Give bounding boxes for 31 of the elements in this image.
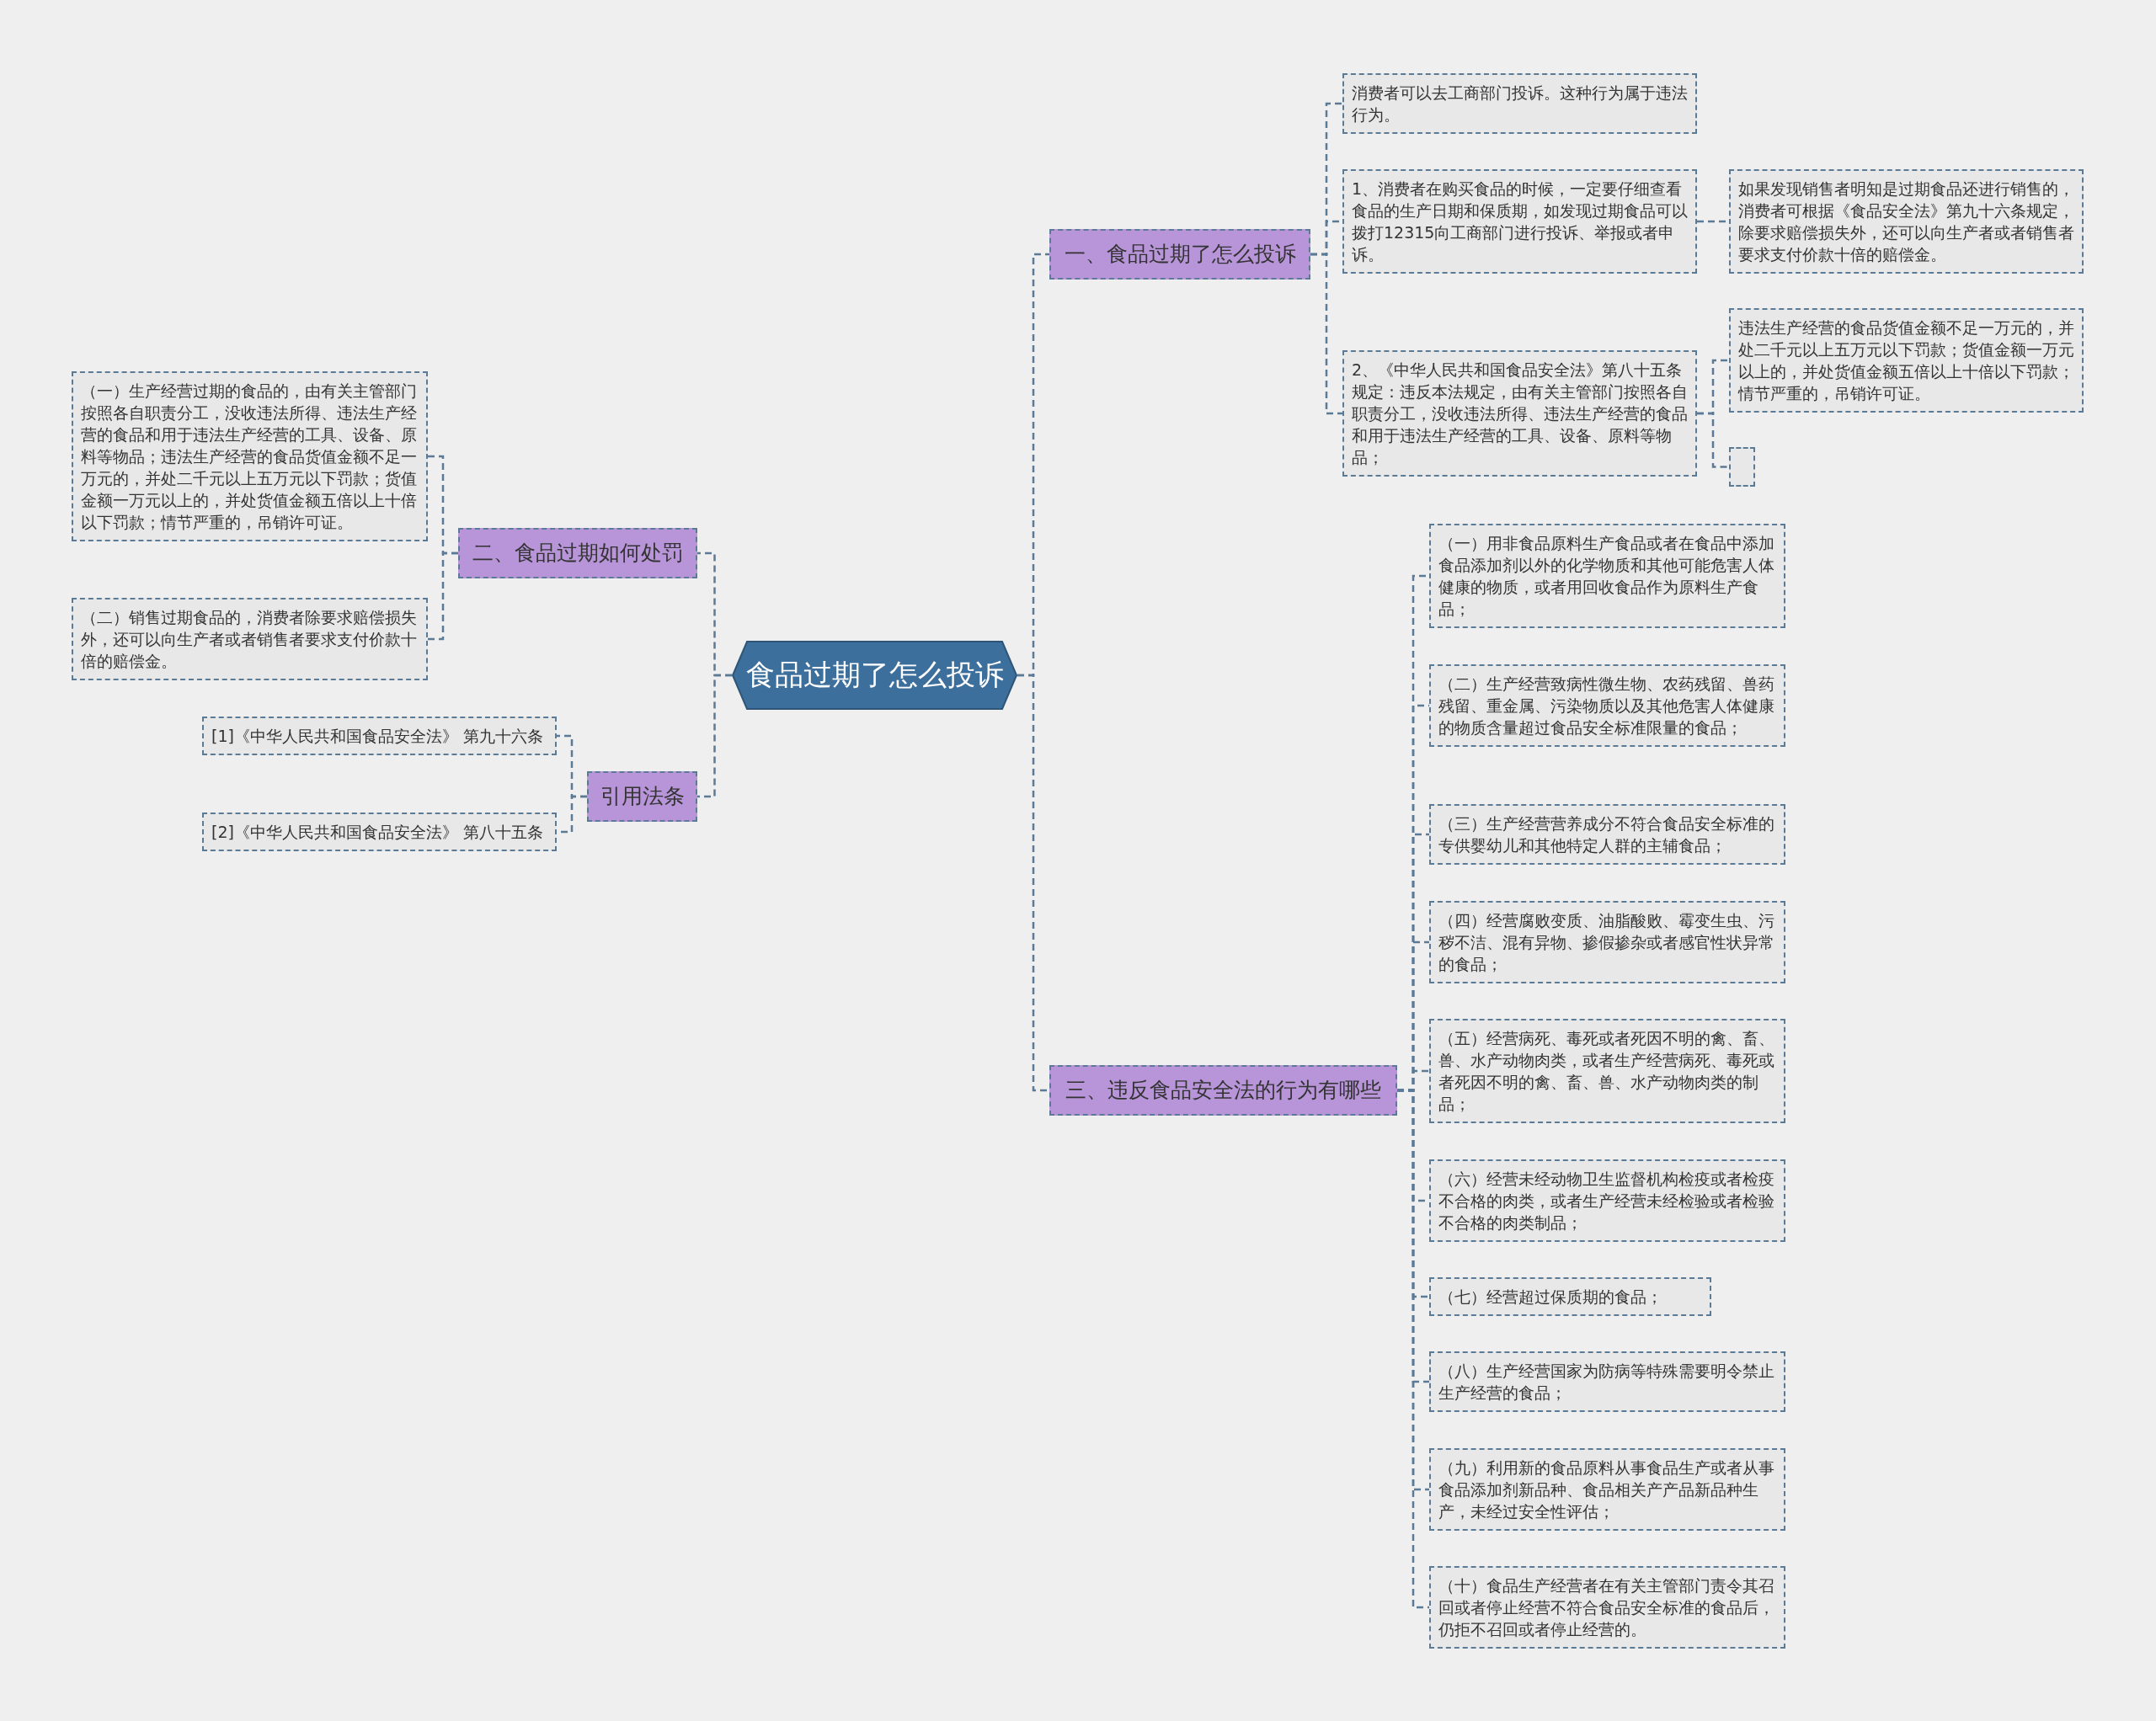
text-box: 消费者可以去工商部门投诉。这种行为属于违法行为。 (1342, 73, 1697, 134)
topic-box: 三、违反食品安全法的行为有哪些 (1049, 1065, 1397, 1116)
connector-line (697, 674, 732, 798)
text-box: （四）经营腐败变质、油脂酸败、霉变生虫、污秽不洁、混有异物、掺假掺杂或者感官性状异常的食品； (1429, 901, 1785, 983)
text-box: 违法生产经营的食品货值金额不足一万元的，并处二千元以上五万元以下罚款；货值金额一万元以上的，并处货值金额五倍以上十倍以下罚款；情节严重的，吊销许可证。 (1729, 308, 2084, 413)
topic-box: 引用法条 (587, 771, 697, 822)
text-box: （九）利用新的食品原料从事食品生产或者从事食品添加剂新品种、食品相关产产品新品种生产，未经过安全性评估； (1429, 1448, 1785, 1531)
topic-text: 食品过期了怎么投诉 (745, 657, 1004, 693)
text-box: （二）生产经营致病性微生物、农药残留、兽药残留、重金属、污染物质以及其他危害人体健康的物质含量超过食品安全标准限量的食品； (1429, 664, 1785, 747)
empty-box (1729, 447, 1755, 487)
text-box: （三）生产经营营养成分不符合食品安全标准的专供婴幼儿和其他特定人群的主辅食品； (1429, 804, 1785, 865)
central-topic-hexagon (732, 641, 1017, 710)
connector-line (1697, 412, 1729, 468)
text-box: 1、消费者在购买食品的时候，一定要仔细查看食品的生产日期和保质期，如发现过期食品可以拨打12315向工商部门进行投诉、举报或者申诉。 (1342, 169, 1697, 274)
topic-box: 二、食品过期如何处罚 (458, 528, 697, 578)
text-box: （五）经营病死、毒死或者死因不明的禽、畜、兽、水产动物肉类，或者生产经营病死、毒死或者死因不明的禽、畜、兽、水产动物肉类的制品； (1429, 1019, 1785, 1123)
text-box: （七）经营超过保质期的食品； (1429, 1277, 1711, 1316)
text-box: 2、《中华人民共和国食品安全法》第八十五条规定：违反本法规定，由有关主管部门按照各自职责分工，没收违法所得、违法生产经营的食品和用于违法生产经营的工具、设备、原料等物品； (1342, 350, 1697, 477)
text-box: （一）用非食品原料生产食品或者在食品中添加食品添加剂以外的化学物质和其他可能危害人体健康的物质，或者用回收食品作为原料生产食品； (1429, 524, 1785, 628)
connector-line (1310, 253, 1342, 415)
text-box: （六）经营未经动物卫生监督机构检疫或者检疫不合格的肉类，或者生产经营未经检验或者检验不合格的肉类制品； (1429, 1159, 1785, 1242)
text-box: （十）食品生产经营者在有关主管部门责令其召回或者停止经营不符合食品安全标准的食品后，仍拒不召回或者停止经营的。 (1429, 1566, 1785, 1649)
text-box: [2]《中华人民共和国食品安全法》 第八十五条 (202, 813, 557, 851)
connector-line (428, 551, 458, 641)
text-box: （二）销售过期食品的，消费者除要求赔偿损失外，还可以向生产者或者销售者要求支付价款十倍的赔偿金。 (72, 598, 428, 680)
text-box: （一）生产经营过期的食品的，由有关主管部门按照各自职责分工，没收违法所得、违法生产经营的食品和用于违法生产经营的工具、设备、原料等物品；违法生产经营的食品货值金额不足一万元的，并处二千元以上五万元以下罚款；货值金额一万元以上的，并处货值金额五倍以上十倍以下罚款；情节严重的，吊销许可证。 (72, 371, 428, 541)
text-box: [1]《中华人民共和国食品安全法》 第九十六条 (202, 717, 557, 755)
text-box: （八）生产经营国家为防病等特殊需要明令禁止生产经营的食品； (1429, 1351, 1785, 1412)
topic-box: 一、食品过期了怎么投诉 (1049, 229, 1310, 280)
text-box: 如果发现销售者明知是过期食品还进行销售的，消费者可根据《食品安全法》第九十六条规定，除要求赔偿损失外，还可以向生产者或者销售者要求支付价款十倍的赔偿金。 (1729, 169, 2084, 274)
connector-line (1017, 674, 1049, 1092)
